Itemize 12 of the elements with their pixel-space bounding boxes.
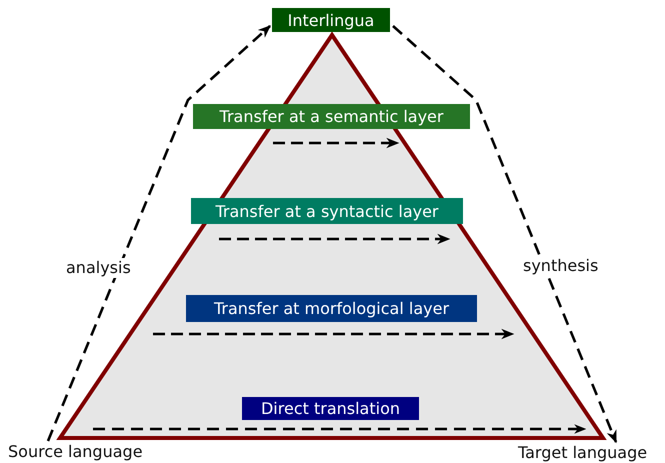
layer-box: Transfer at a syntactic layer [191,198,463,224]
layer-box: Transfer at a semantic layer [193,104,470,129]
dashed-arrow [46,25,271,442]
layer-box: Interlingua [272,8,390,32]
layer-box: Transfer at morfological layer [186,295,477,322]
edge-label: analysis [64,258,133,278]
language-label: Source language [8,442,143,462]
layer-box: Direct translation [242,397,419,420]
dashed-arrow [93,424,586,434]
edge-label: synthesis [521,256,600,276]
dashed-arrow [392,25,618,444]
language-label: Target language [518,443,648,463]
